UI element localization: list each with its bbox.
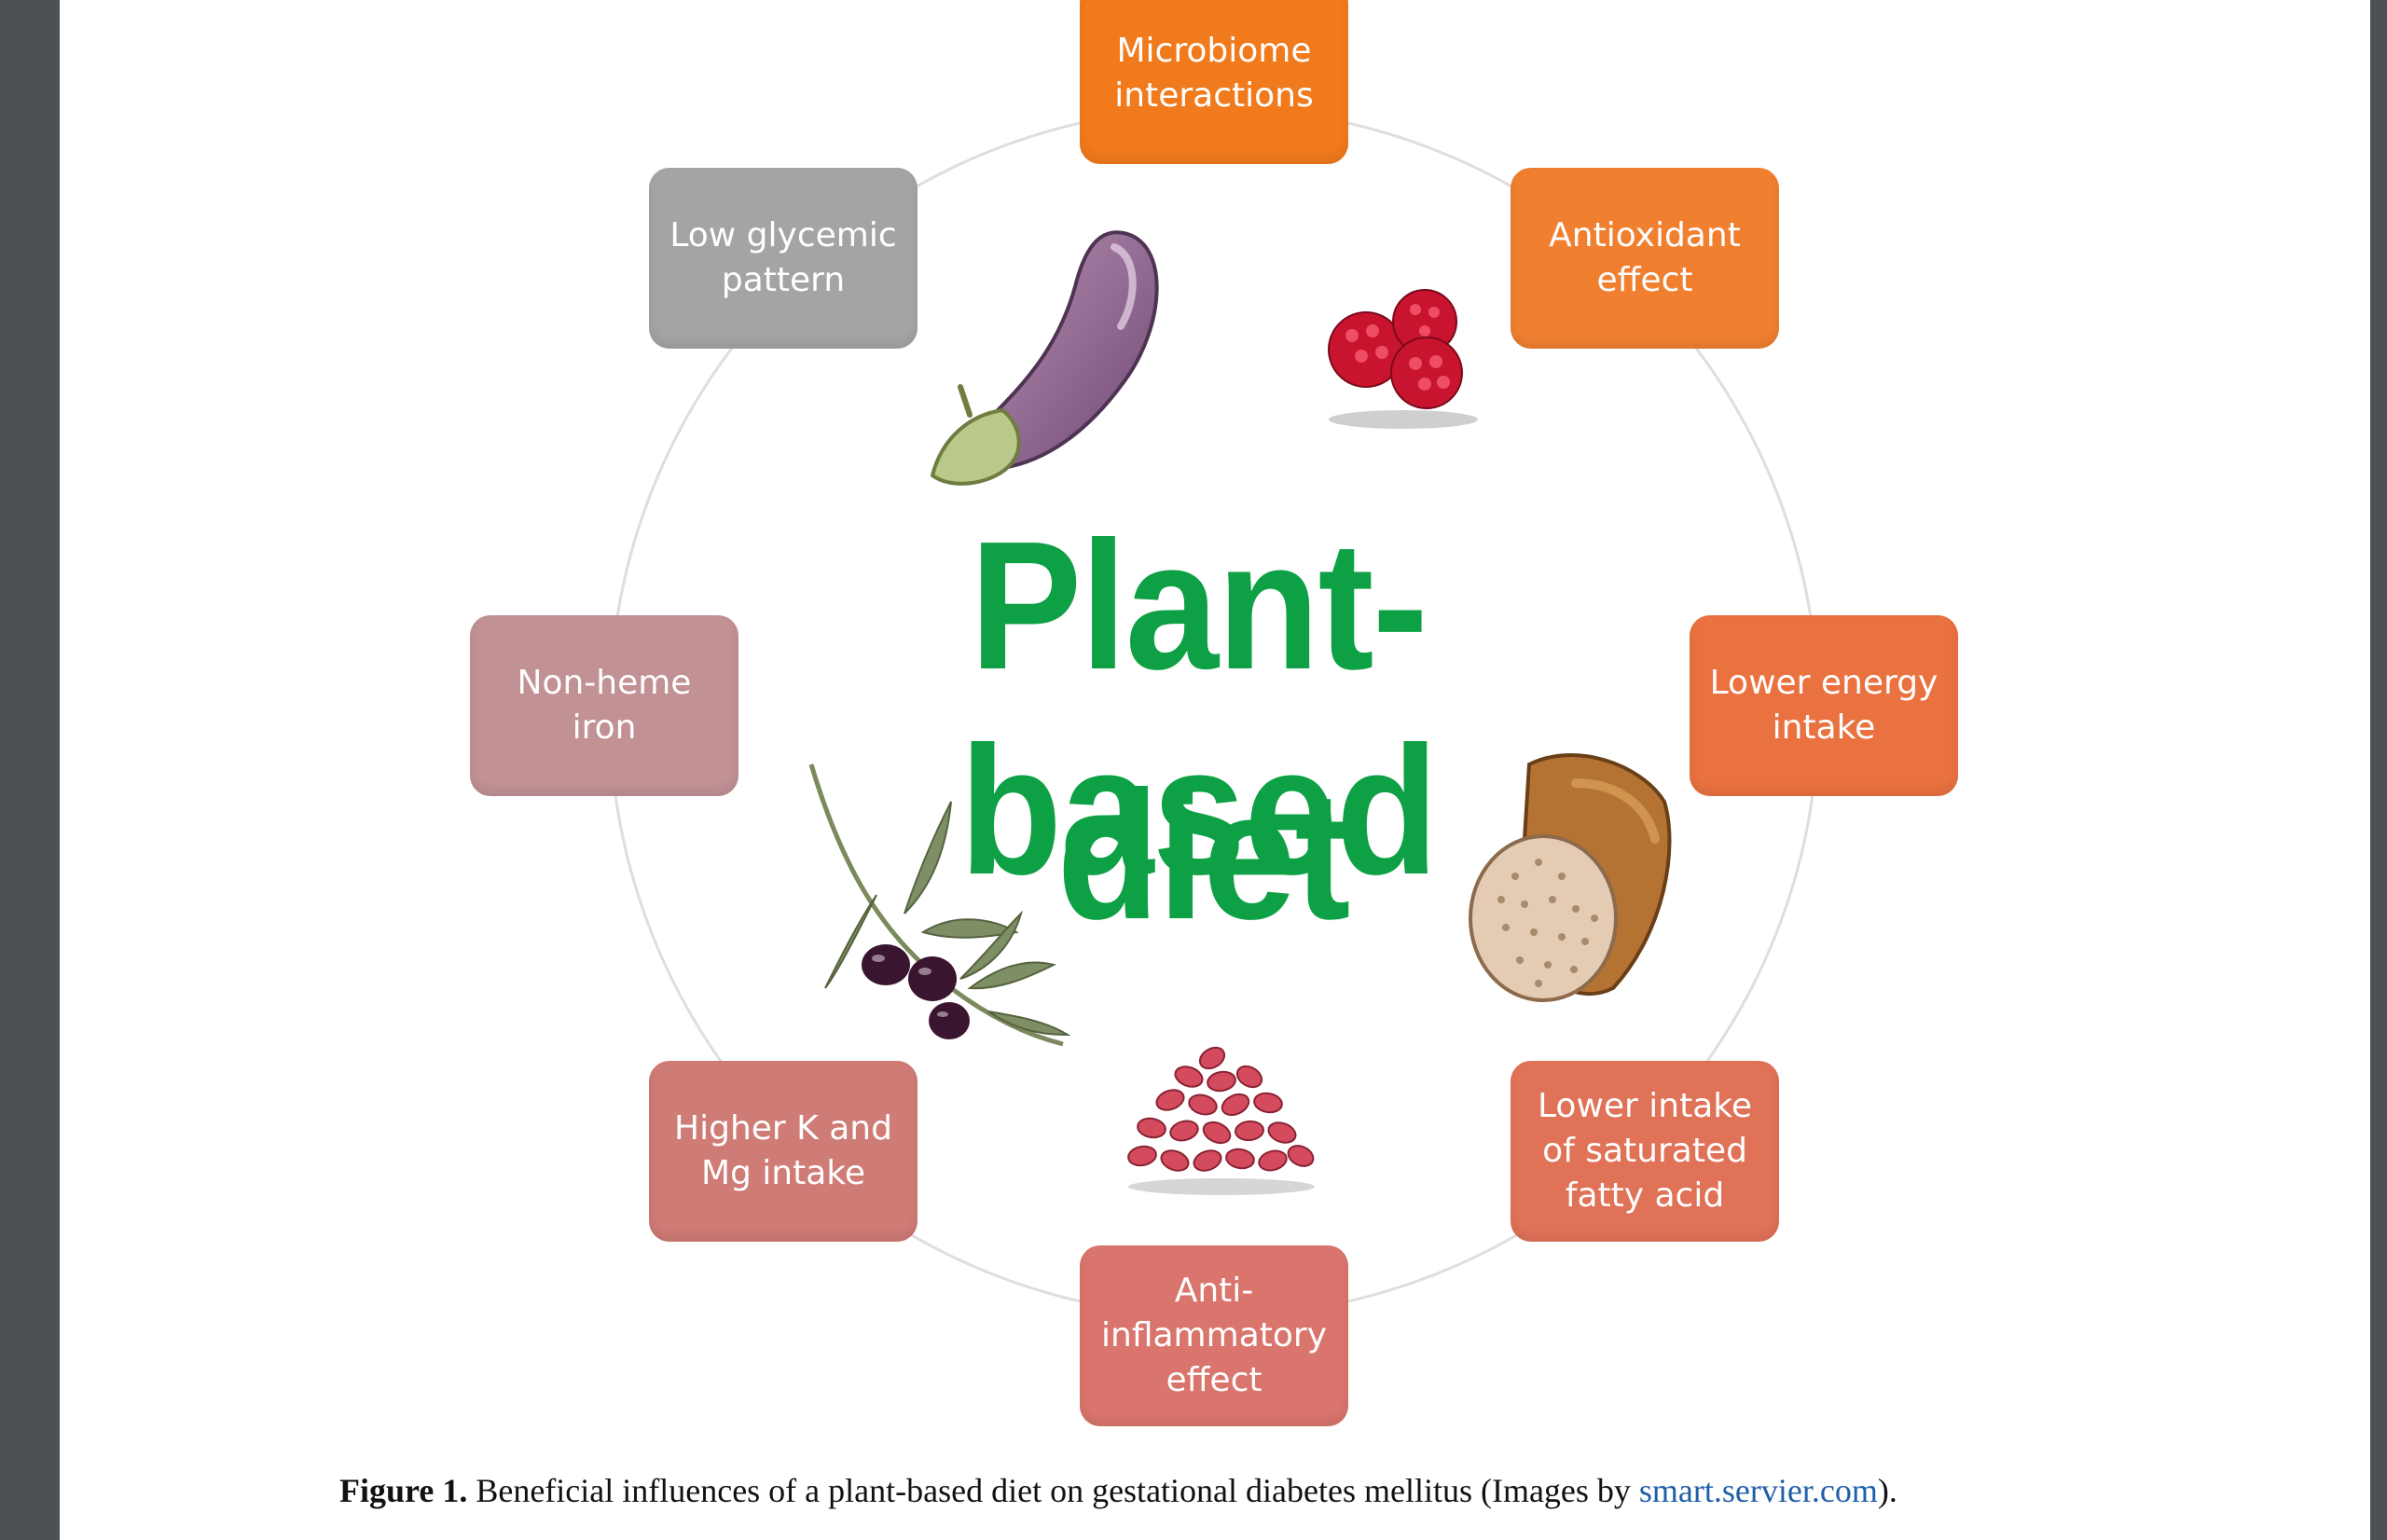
node-lower-saturated-fat: Lower intake of saturated fatty acid: [1511, 1061, 1779, 1242]
diagram-title-line-1: Plant-based: [959, 503, 1439, 913]
node-microbiome-interactions: Microbiome interactions: [1080, 0, 1348, 164]
olive-branch-icon: [808, 763, 1071, 1047]
node-low-glycemic-pattern: Low glycemic pattern: [649, 168, 918, 349]
caption-text: Beneficial influences of a plant-based d…: [467, 1472, 1639, 1509]
diagram-title-line-2: diet: [1056, 753, 1350, 957]
eggplant-icon: [930, 230, 1159, 486]
kidney-beans-icon: [1127, 1046, 1315, 1195]
node-anti-inflammatory-effect: Anti- inflammatory effect: [1080, 1245, 1348, 1426]
viewer-scrollbar-area: [2370, 0, 2387, 1540]
bread-icon: [1469, 753, 1672, 1002]
node-lower-energy-intake: Lower energy intake: [1690, 615, 1958, 796]
node-antioxidant-effect: Antioxidant effect: [1511, 168, 1779, 349]
figure-caption: Figure 1. Beneficial influences of a pla…: [339, 1471, 2111, 1510]
node-higher-k-mg-intake: Higher K and Mg intake: [649, 1061, 918, 1242]
caption-tail: ).: [1877, 1472, 1897, 1509]
raspberries-icon: [1328, 289, 1478, 429]
node-non-heme-iron: Non-heme iron: [470, 615, 738, 796]
caption-link[interactable]: smart.servier.com: [1638, 1472, 1878, 1509]
caption-lead: Figure 1.: [339, 1472, 468, 1509]
